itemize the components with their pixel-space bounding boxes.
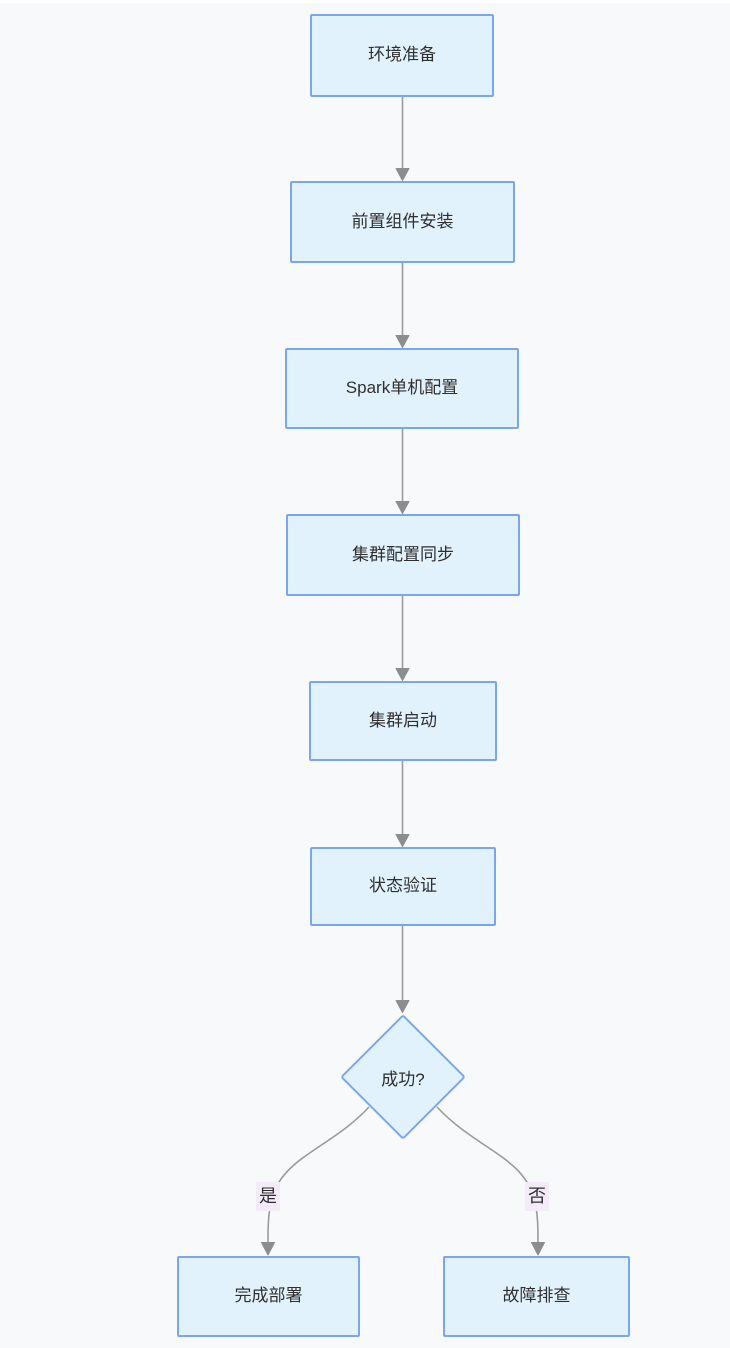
node-deploy-complete: 完成部署 xyxy=(177,1256,360,1337)
arrowhead-icon xyxy=(395,668,410,681)
edge-label-no: 否 xyxy=(525,1182,549,1212)
node-label: 环境准备 xyxy=(368,45,436,65)
node-cluster-config-sync: 集群配置同步 xyxy=(286,514,520,596)
arrowhead-icon xyxy=(531,1242,545,1256)
node-spark-standalone-config: Spark单机配置 xyxy=(285,348,519,429)
edge-label-yes: 是 xyxy=(256,1182,280,1212)
node-label: 完成部署 xyxy=(234,1286,303,1306)
arrowhead-icon xyxy=(395,168,410,181)
arrowhead-icon xyxy=(395,335,410,348)
node-label: 状态验证 xyxy=(369,876,437,896)
node-label: 集群启动 xyxy=(369,710,437,730)
top-strip xyxy=(0,0,730,3)
decision-success: 成功? xyxy=(339,1013,467,1141)
arrowhead-icon xyxy=(395,834,410,847)
arrowhead-icon xyxy=(395,501,410,514)
node-label: 成功? xyxy=(381,1069,425,1089)
node-label: Spark单机配置 xyxy=(345,378,459,398)
node-env-prep: 环境准备 xyxy=(310,14,494,97)
node-cluster-start: 集群启动 xyxy=(309,681,497,761)
arrowhead-icon xyxy=(261,1242,275,1256)
arrowhead-icon xyxy=(395,1000,410,1013)
node-label: 集群配置同步 xyxy=(352,544,454,564)
node-pre-components-install: 前置组件安装 xyxy=(290,181,515,263)
node-troubleshoot: 故障排查 xyxy=(443,1256,630,1337)
node-label: 故障排查 xyxy=(502,1286,571,1306)
node-label: 前置组件安装 xyxy=(351,211,454,231)
node-status-verify: 状态验证 xyxy=(310,847,496,926)
